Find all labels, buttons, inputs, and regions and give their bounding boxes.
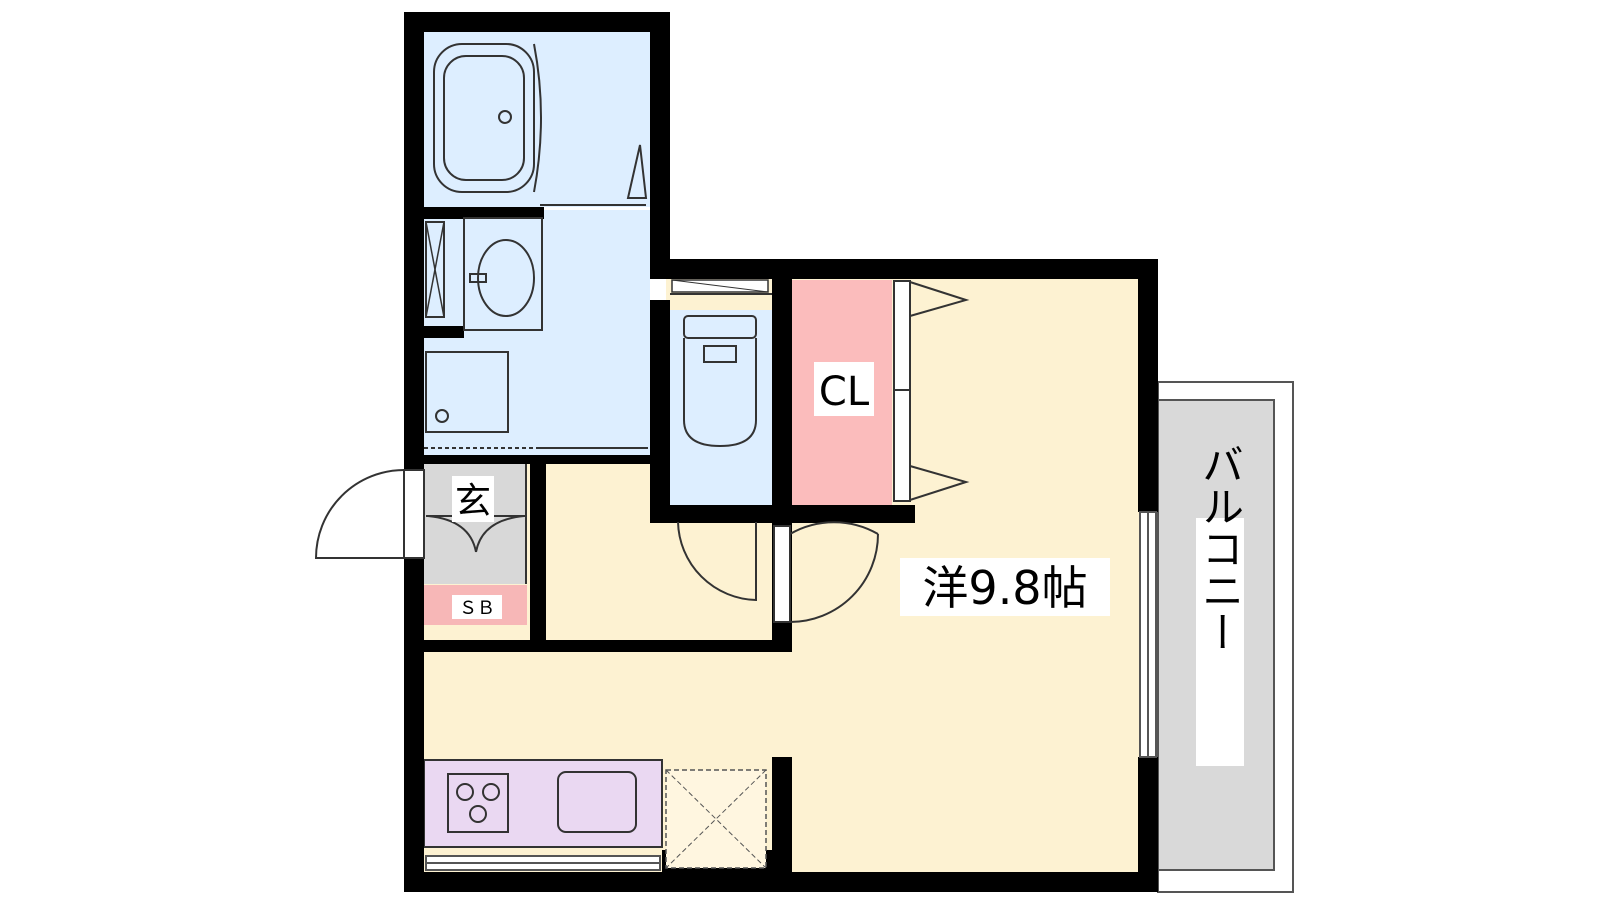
- shoebox-label: ＳＢ: [452, 595, 502, 619]
- closet-label: CL: [814, 362, 874, 416]
- balcony-label: バルコニー: [1196, 443, 1245, 766]
- western-room-label-text: 洋9.8帖: [922, 561, 1087, 615]
- sink: [557, 771, 637, 833]
- refrigerator-space: [665, 769, 767, 869]
- linen-cabinet: [425, 221, 445, 318]
- windows: [425, 511, 1157, 871]
- entrance-door: [314, 464, 527, 584]
- closet-doors: [893, 280, 970, 502]
- entrance-label: 玄: [452, 476, 494, 522]
- toilet: [670, 279, 772, 448]
- toilet-door: [677, 521, 757, 602]
- balcony-label-text: バルコニー: [1196, 443, 1245, 653]
- bathtub: [433, 43, 648, 206]
- balcony: [1157, 381, 1294, 893]
- stove: [447, 773, 509, 833]
- washbasin: [463, 217, 543, 331]
- room-door: [773, 521, 879, 623]
- shoebox-label-text: ＳＢ: [459, 598, 495, 619]
- entrance-label-text: 玄: [455, 481, 491, 522]
- closet-label-text: CL: [819, 369, 870, 415]
- western-room-label: 洋9.8帖: [900, 558, 1110, 616]
- washing-machine: [424, 351, 648, 449]
